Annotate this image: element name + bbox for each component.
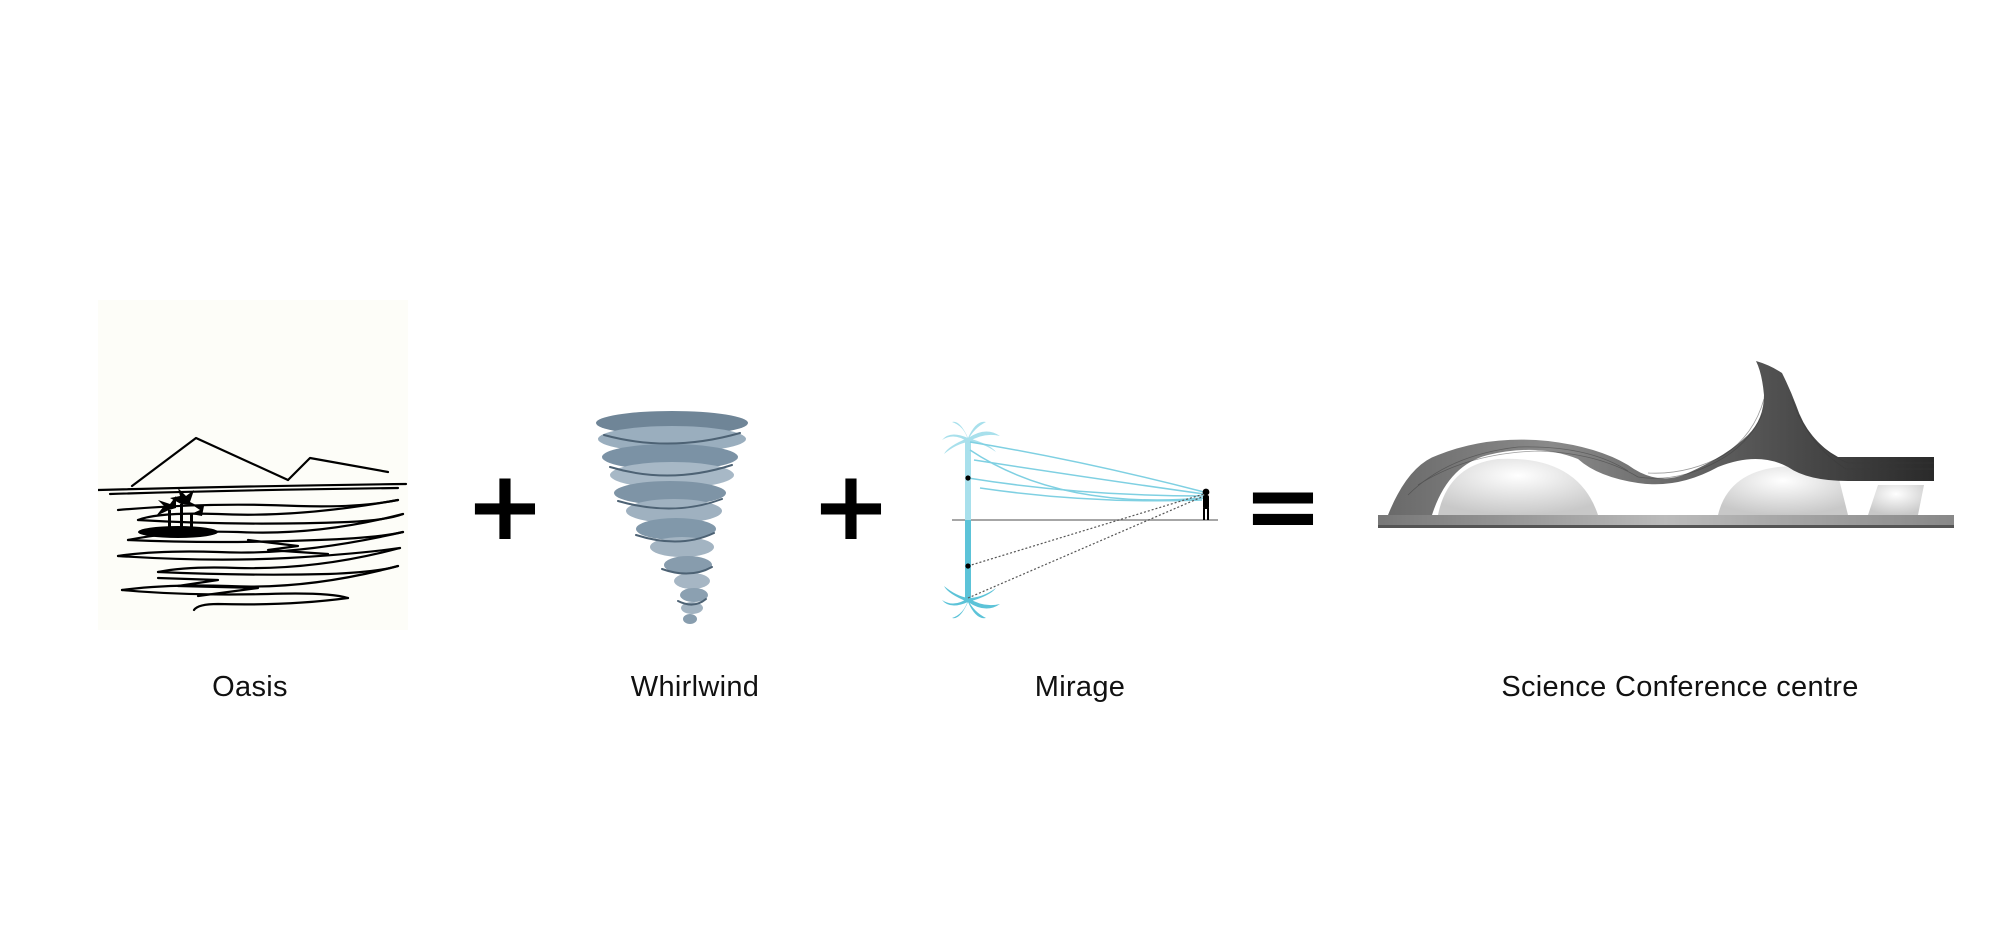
whirlwind-illustration [590, 405, 755, 627]
caption-whirlwind: Whirlwind [630, 671, 760, 703]
caption-science-conference-centre: Science Conference centre [1501, 671, 1859, 703]
building-rendering [1378, 355, 1954, 535]
equals-operator: = [1242, 450, 1324, 562]
oasis-sketch [98, 300, 408, 630]
mirage-diagram [940, 420, 1220, 620]
caption-mirage: Mirage [1034, 671, 1126, 703]
plus-operator-2: + [810, 450, 892, 562]
caption-oasis: Oasis [212, 671, 288, 703]
plus-operator-1: + [464, 450, 546, 562]
